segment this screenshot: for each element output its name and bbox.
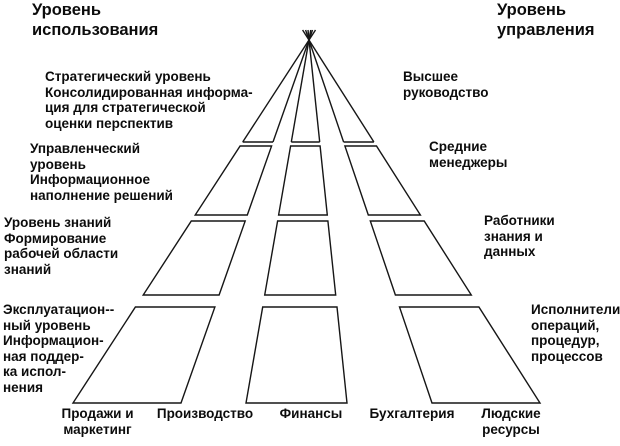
pyramid-cell	[193, 145, 273, 216]
fan-line	[304, 29, 345, 143]
pyramid-cell	[245, 306, 348, 404]
fan-line	[302, 29, 375, 143]
label-function-accounting: Бухгалтерия	[369, 406, 455, 421]
usage-level-title: Уровень использования	[32, 1, 159, 39]
label-operational-level: Эксплуатацион-- ный уровень Информацион-…	[3, 302, 115, 395]
pyramid-cell	[263, 220, 337, 296]
pyramid-cell	[71, 306, 216, 404]
label-middle-managers: Средние менеджеры	[429, 139, 508, 170]
pyramid-apex-fan	[242, 29, 375, 143]
fan-line	[307, 29, 321, 143]
fan-line	[242, 29, 317, 143]
management-level-title: Уровень управления	[497, 1, 595, 39]
label-top-management: Высшее руководство	[403, 69, 489, 100]
label-managerial-level: Управленческий уровень Информационное на…	[30, 141, 173, 203]
pyramid-tier-2	[193, 145, 422, 216]
label-operation-executors: Исполнители операций, процедур, процессо…	[531, 302, 620, 364]
pyramid-cell	[277, 145, 329, 216]
label-function-sales-marketing: Продажи и маркетинг	[61, 406, 134, 437]
label-function-human-resources: Людские ресурсы	[481, 406, 541, 437]
label-function-finance: Финансы	[279, 406, 343, 421]
fan-line	[272, 29, 314, 143]
fan-line	[290, 29, 312, 143]
label-knowledge-level: Уровень знаний Формирование рабочей обла…	[4, 215, 119, 277]
pyramid-cell	[343, 145, 422, 216]
label-knowledge-workers: Работники знания и данных	[484, 213, 555, 259]
pyramid-cell	[141, 220, 247, 296]
pyramid-tier-4	[71, 306, 542, 404]
pyramid-cell	[369, 220, 473, 296]
label-function-production: Производство	[156, 406, 254, 421]
pyramid-tier-3	[141, 220, 473, 296]
pyramid-cell	[398, 306, 542, 404]
label-strategic-level: Стратегический уровень Консолидированная…	[45, 69, 253, 131]
